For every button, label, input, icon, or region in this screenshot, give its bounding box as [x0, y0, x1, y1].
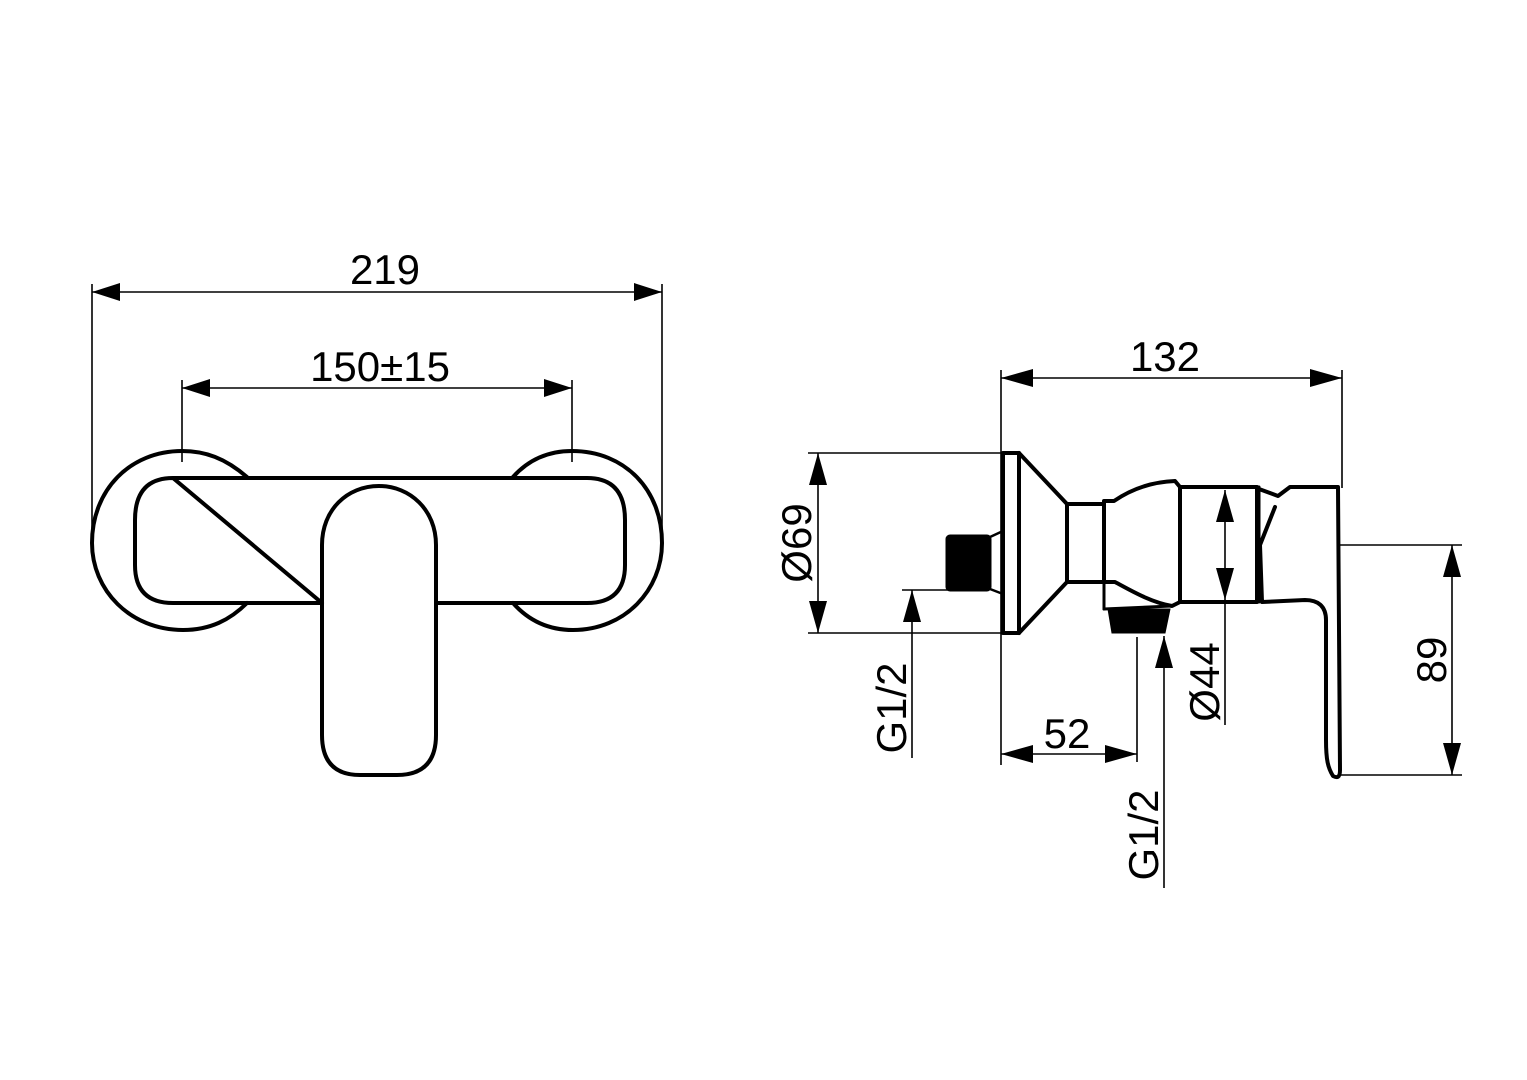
neck	[1065, 502, 1106, 584]
cartridge-body	[1178, 485, 1259, 604]
dimension-body-diameter: Ø44	[1181, 490, 1234, 725]
conical-flange	[1017, 451, 1069, 635]
dim-label-d44: Ø44	[1181, 642, 1228, 721]
dimension-outlet-offset: 52	[1001, 637, 1138, 763]
dimension-flange-diameter: Ø69	[773, 452, 1003, 634]
dim-label-52: 52	[1044, 710, 1091, 757]
lever-handle	[320, 484, 438, 777]
inlet-thread-stub	[945, 534, 992, 592]
right-flange	[511, 449, 664, 632]
dimension-outlet-thread: G1/2	[1120, 636, 1173, 888]
left-flange	[90, 449, 249, 632]
mixer-body	[133, 476, 627, 605]
dim-label-132: 132	[1130, 333, 1200, 380]
dim-label-219: 219	[350, 246, 420, 293]
inlet-neck	[988, 529, 1005, 596]
dimension-inlet-thread: G1/2	[868, 589, 948, 758]
side-view: 132 Ø69 G1/2 52	[773, 333, 1462, 888]
dim-label-89: 89	[1408, 637, 1455, 684]
dim-label-d69: Ø69	[773, 503, 820, 582]
dim-label-inlet-g12: G1/2	[868, 662, 915, 753]
outlet-thread	[1107, 608, 1171, 634]
front-view: 219 150±15	[90, 246, 664, 777]
dim-label-outlet-g12: G1/2	[1120, 789, 1167, 880]
lever-side-profile	[1257, 485, 1342, 780]
dimension-center-distance: 150±15	[182, 343, 572, 397]
dim-label-150: 150±15	[310, 343, 450, 390]
flange-plate	[1001, 451, 1021, 635]
dimension-overall-width: 219	[92, 246, 662, 301]
dimension-handle-height: 89	[1340, 544, 1462, 776]
dimension-depth: 132	[1001, 333, 1342, 387]
body-bulge	[1102, 479, 1182, 608]
